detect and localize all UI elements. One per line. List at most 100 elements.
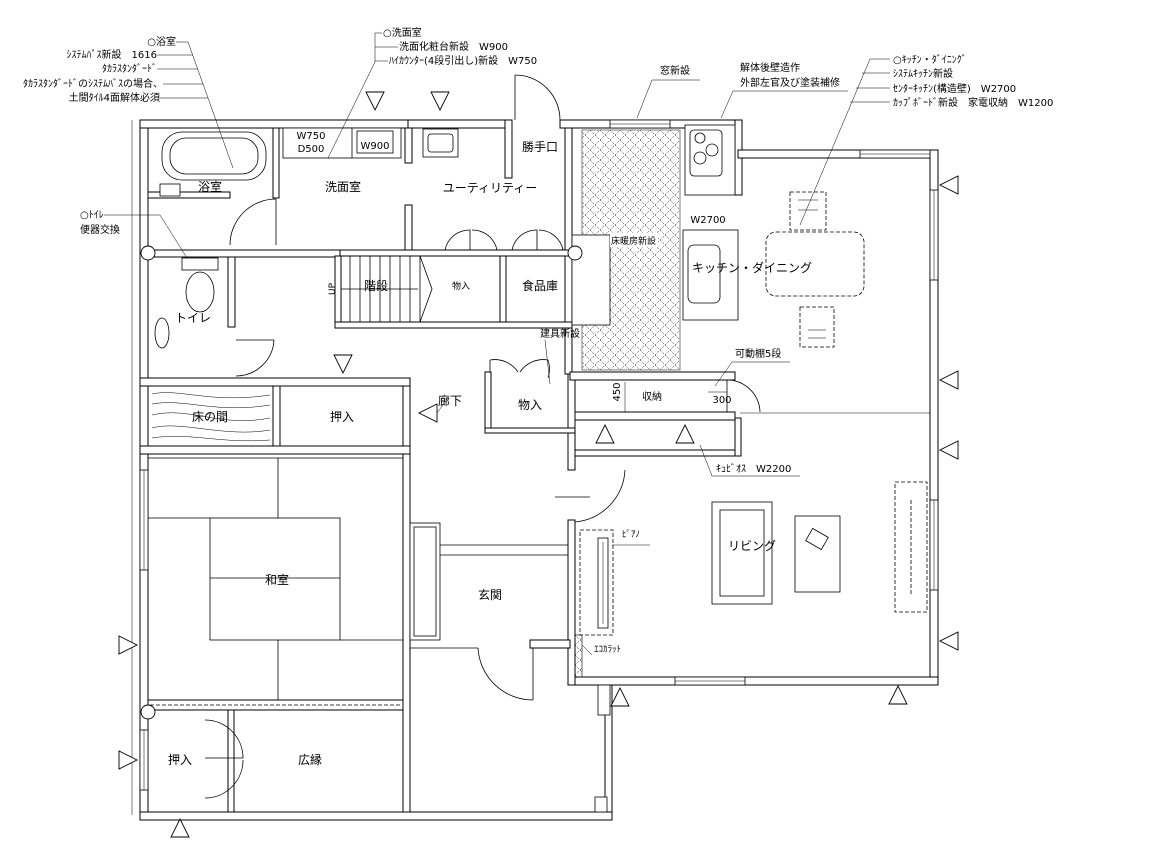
dim-basin-width: W900: [361, 141, 390, 152]
section-marker-icon: [610, 686, 630, 707]
room-label-storage: 収納: [642, 390, 662, 403]
note-piano: ﾋﾟｱﾉ: [622, 529, 640, 540]
section-marker-icon: [938, 440, 959, 460]
room-label-living: リビング: [728, 539, 776, 553]
section-marker-icon: [118, 750, 139, 770]
door-swing: [726, 379, 761, 413]
door-swing: [477, 647, 534, 701]
note-cabinet: ｷｭﾋﾞｵｽ W2200: [716, 463, 791, 475]
section-markers: [118, 91, 959, 838]
section-marker-icon: [938, 175, 959, 195]
section-marker-icon: [675, 423, 695, 444]
stairs: [341, 255, 433, 323]
room-label-engawa: 広縁: [298, 752, 322, 767]
door-swing: [511, 229, 564, 251]
leader-lines: [104, 32, 890, 656]
piano: [579, 529, 614, 636]
note-shelf: 可動棚5段: [735, 347, 781, 360]
section-marker-icon: [333, 354, 353, 375]
island-sink: [687, 244, 721, 304]
room-label-bathroom: 浴室: [198, 179, 222, 194]
room-label-back-door: 勝手口: [522, 139, 558, 154]
note-bathroom-line1: ｼｽﾃﾑﾊﾞｽ新設 1616: [67, 48, 157, 61]
dim-vanity-depth: D500: [298, 144, 325, 155]
note-kitchen-title: ○ｷｯﾁﾝ・ﾀﾞｲﾆﾝｸﾞ: [893, 54, 967, 66]
room-label-closet-upper: 押入: [330, 410, 354, 424]
dim-island-width: W2700: [690, 215, 725, 226]
dim-storage-depth: 450: [612, 382, 623, 401]
section-marker-icon: [417, 403, 438, 423]
tv-console: [894, 481, 928, 613]
section-marker-icon: [170, 817, 190, 838]
door-swing: [204, 719, 244, 799]
room-label-utility: ユーティリティー: [443, 181, 538, 195]
toilet-basin: [154, 317, 170, 349]
dining-chair: [789, 191, 827, 231]
shower: [159, 183, 181, 197]
door-swing: [235, 339, 275, 377]
room-label-storage-hall: 物入: [518, 398, 542, 412]
room-label-toilet: トイレ: [175, 311, 211, 325]
room-label-pantry: 食品庫: [522, 278, 558, 293]
burner-icon: [694, 132, 706, 144]
section-marker-icon: [118, 635, 139, 655]
section-marker-icon: [365, 91, 385, 112]
note-window: 窓新設: [660, 64, 690, 77]
door-swing: [229, 198, 277, 246]
door-swing: [444, 229, 498, 251]
door-swing: [489, 359, 550, 379]
note-kitchen-line2: ｾﾝﾀｰｷｯﾁﾝ(構造壁) W2700: [893, 82, 1016, 95]
section-marker-icon: [430, 91, 450, 112]
toilet-bowl: [185, 271, 215, 313]
room-label-washitsu: 和室: [265, 572, 289, 587]
note-ecocarat: ｴｺｶﾗｯﾄ: [594, 644, 621, 655]
room-label-stairs: 階段: [364, 278, 388, 293]
burner-icon: [705, 143, 719, 157]
note-washroom-title: ○洗面室: [383, 26, 422, 39]
note-bathroom-line2: ﾀｶﾗｽﾀﾝﾀﾞｰﾄﾞ: [102, 63, 157, 75]
door-layer: [204, 74, 761, 799]
room-label-corridor: 廊下: [438, 393, 462, 408]
room-label-entrance: 玄関: [478, 587, 502, 602]
column-box: [594, 796, 608, 813]
dim-vanity-width: W750: [297, 131, 326, 142]
note-toilet-line1: 便器交換: [80, 223, 120, 236]
dim-shelf-width: 300: [712, 395, 731, 406]
note-exterior-line2: 外部左官及び塗装補修: [740, 76, 840, 89]
fixture-layer: [154, 124, 928, 813]
note-kitchen-line1: ｼｽﾃﾑｷｯﾁﾝ新設: [893, 67, 953, 80]
grid-marker-icon: [140, 245, 156, 261]
section-marker-icon: [595, 423, 615, 444]
note-washroom-line2: ﾊｲｶｳﾝﾀｰ(4段引出し)新設 W750: [389, 54, 537, 67]
note-washroom-line1: 洗面化粧台新設 W900: [399, 40, 508, 53]
room-label-kitchen-dining: キッチン・ダイニング: [692, 260, 812, 275]
room-label-closet-lower: 押入: [168, 753, 192, 767]
door-swing: [555, 469, 626, 523]
note-toilet-title: ○ﾄｲﾚ: [80, 210, 104, 221]
section-marker-icon: [938, 631, 959, 651]
wall-layer: [139, 119, 939, 821]
vanity-basin: [356, 130, 394, 154]
burner-icon: [693, 151, 707, 165]
ecocarat-panel: [574, 634, 583, 678]
note-exterior-line1: 解体後壁造作: [740, 61, 800, 74]
room-label-stairs-up: UP: [328, 282, 338, 295]
door-swing: [514, 74, 561, 121]
room-label-washroom: 洗面室: [325, 179, 361, 194]
grid-marker-icon: [567, 245, 583, 261]
room-label-tokonoma: 床の間: [192, 410, 228, 424]
note-kitchen-line3: ｶｯﾌﾟﾎﾞｰﾄﾞ新設 家電収納 W1200: [893, 96, 1053, 109]
note-bathroom-line3: ﾀｶﾗｽﾀﾝﾀﾞｰﾄﾞのｼｽﾃﾑﾊﾞｽの場合、: [23, 77, 163, 90]
grid-marker-icon: [140, 704, 156, 720]
room-labels: 浴室 洗面室 勝手口 ユーティリティー キッチン・ダイニング UP 階段 物入 …: [168, 139, 812, 767]
tatami-layout: [148, 392, 403, 700]
note-bathroom-line4: 土間ﾀｲﾙ4面解体必須: [69, 91, 160, 104]
room-label-storage-small: 物入: [452, 280, 470, 292]
section-marker-icon: [938, 370, 959, 390]
note-floor-heating: 床暖房新設: [611, 235, 656, 247]
toilet-tank: [181, 257, 219, 271]
dining-table: [765, 231, 865, 297]
annotations: ○浴室 ｼｽﾃﾑﾊﾞｽ新設 1616 ﾀｶﾗｽﾀﾝﾀﾞｰﾄﾞ ﾀｶﾗｽﾀﾝﾀﾞｰ…: [23, 26, 1053, 655]
dining-chair: [799, 306, 835, 348]
